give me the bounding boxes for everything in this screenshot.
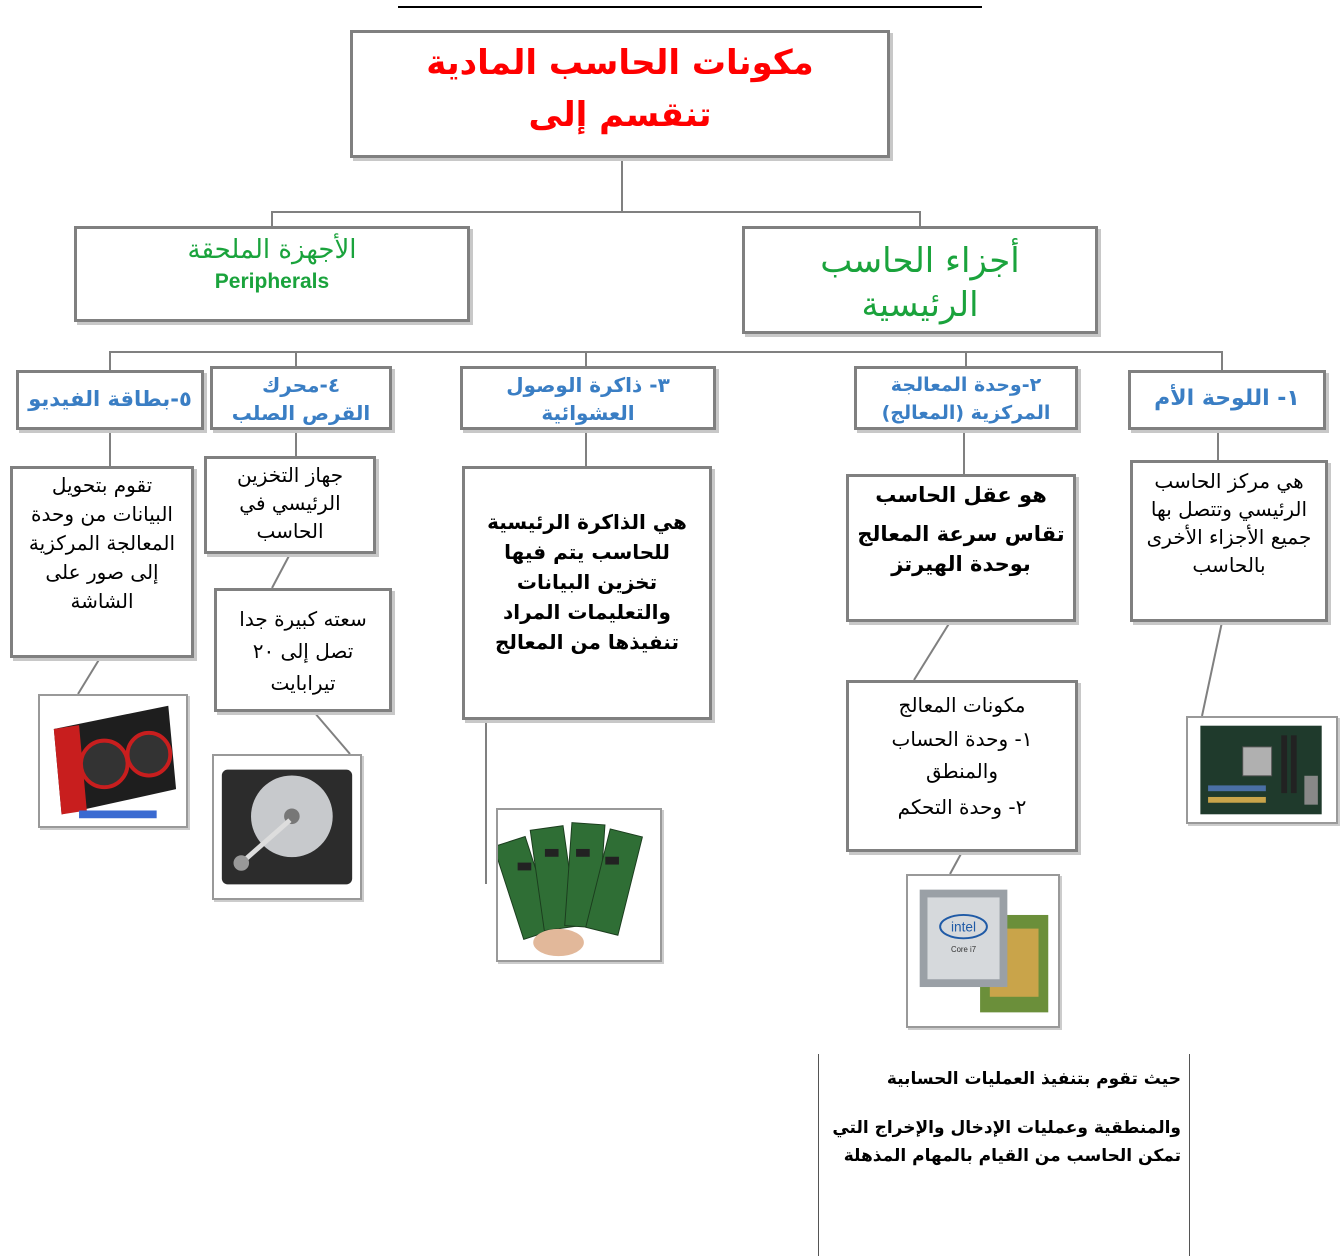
top-rule <box>398 6 982 8</box>
root-box: مكونات الحاسب المادية تنقسم إلى <box>350 30 890 158</box>
ram-desc: هي الذاكرة الرئيسية للحاسب يتم فيها تخزي… <box>487 510 687 654</box>
note-line2: والمنطقية وعمليات الإدخال والإخراج التي … <box>832 1118 1181 1166</box>
cpu-parts-item1: ١- وحدة الحساب والمنطق <box>891 727 1033 783</box>
ram-image <box>496 808 662 962</box>
video-title-box: ٥-بطاقة الفيديو <box>16 370 204 430</box>
video-card-image <box>38 694 188 828</box>
hdd-image <box>212 754 362 900</box>
video-title: ٥-بطاقة الفيديو <box>28 387 192 411</box>
motherboard-title-box: ١- اللوحة الأم <box>1128 370 1326 430</box>
cpu-parts-item2: ٢- وحدة التحكم <box>897 795 1027 819</box>
cpu-parts-heading: مكونات المعالج <box>898 693 1026 717</box>
main-parts-title: أجزاء الحاسب <box>820 241 1020 281</box>
cpu-desc-line1: هو عقل الحاسب <box>875 483 1047 507</box>
motherboard-image <box>1186 716 1338 824</box>
ram-title-line2: العشوائية <box>541 401 635 425</box>
hdd-title-box: ٤-محرك القرص الصلب <box>210 366 392 430</box>
motherboard-title: ١- اللوحة الأم <box>1154 386 1300 411</box>
cpu-logo-model: Core i7 <box>951 945 976 954</box>
cpu-title-box: ٢-وحدة المعالجة المركزية (المعالج) <box>854 366 1078 430</box>
ram-title-box: ٣- ذاكرة الوصول العشوائية <box>460 366 716 430</box>
cpu-title-line1: ٢-وحدة المعالجة <box>890 374 1042 396</box>
peripherals-box: الأجهزة الملحقة Peripherals <box>74 226 470 322</box>
cpu-desc-line2: تقاس سرعة المعالج بوحدة الهيرتز <box>857 522 1065 576</box>
video-desc-box: تقوم بتحويل البيانات من وحدة المعالجة ال… <box>10 466 194 658</box>
root-subtitle: تنقسم إلى <box>528 95 712 135</box>
motherboard-desc: هي مركز الحاسب الرئيسي وتتصل بها جميع ال… <box>1146 469 1312 577</box>
hdd-desc: جهاز التخزين الرئيسي في الحاسب <box>236 463 344 543</box>
cpu-desc-box: هو عقل الحاسب تقاس سرعة المعالج بوحدة ال… <box>846 474 1076 622</box>
cpu-parts-box: مكونات المعالج ١- وحدة الحساب والمنطق ٢-… <box>846 680 1078 852</box>
hdd-title-line1: ٤-محرك <box>261 373 341 397</box>
hdd-extra: سعته كبيرة جدا تصل إلى ٢٠ تيرابايت <box>239 607 367 695</box>
cpu-logo-brand: intel <box>951 920 976 935</box>
main-parts-box: أجزاء الحاسب الرئيسية <box>742 226 1098 334</box>
peripherals-subtitle: Peripherals <box>214 270 330 293</box>
note-line1: حيث تقوم بتنفيذ العمليات الحسابية <box>886 1069 1181 1089</box>
note-box: حيث تقوم بتنفيذ العمليات الحسابية والمنط… <box>818 1054 1190 1256</box>
cpu-image: intel Core i7 <box>906 874 1060 1028</box>
hdd-extra-box: سعته كبيرة جدا تصل إلى ٢٠ تيرابايت <box>214 588 392 712</box>
ram-desc-box: هي الذاكرة الرئيسية للحاسب يتم فيها تخزي… <box>462 466 712 720</box>
main-parts-subtitle: الرئيسية <box>861 285 979 325</box>
cpu-title-line2: المركزية (المعالج) <box>881 402 1051 424</box>
hdd-title-line2: القرص الصلب <box>231 401 371 425</box>
root-title: مكونات الحاسب المادية <box>426 43 814 83</box>
hdd-desc-box: جهاز التخزين الرئيسي في الحاسب <box>204 456 376 554</box>
ram-title-line1: ٣- ذاكرة الوصول <box>506 373 670 397</box>
motherboard-desc-box: هي مركز الحاسب الرئيسي وتتصل بها جميع ال… <box>1130 460 1328 622</box>
video-desc: تقوم بتحويل البيانات من وحدة المعالجة ال… <box>28 473 176 613</box>
peripherals-title: الأجهزة الملحقة <box>187 235 357 265</box>
